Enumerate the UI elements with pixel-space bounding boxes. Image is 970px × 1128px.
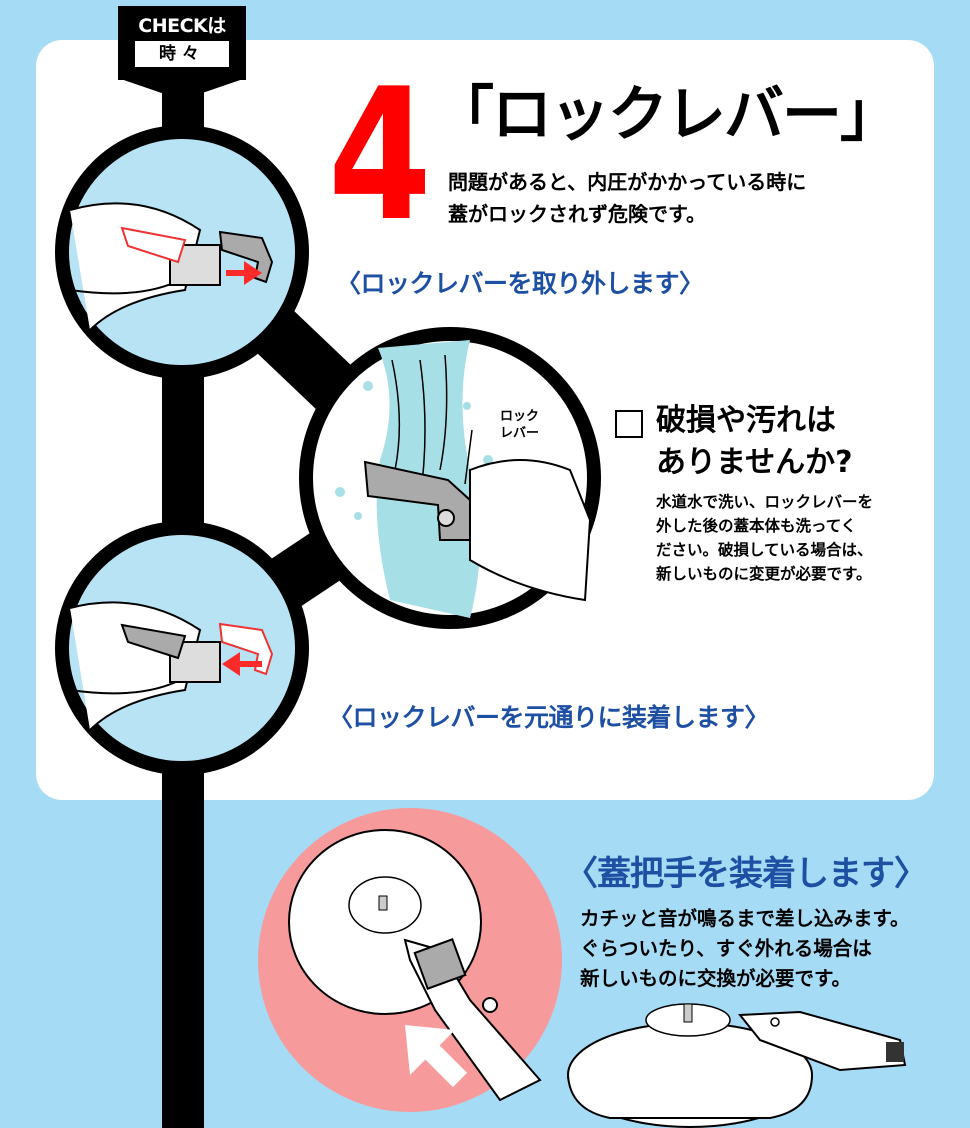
warning-line: 問題があると、内圧がかかっている時に: [448, 170, 807, 194]
check-question: 破損や汚れは ありませんか?: [656, 400, 853, 484]
warning-text: 問題があると、内圧がかかっている時に 蓋がロックされず危険です。: [448, 166, 806, 230]
remove-lever-illustration: [55, 125, 309, 379]
knob-line: 新しいものに交換が必要です。: [580, 967, 852, 990]
lever-callout-label: ロック レバー: [500, 408, 539, 442]
arrow-left-icon: [222, 652, 262, 676]
badge-frequency-label: 時々: [135, 41, 229, 67]
caption-attach-lever: 〈ロックレバーを元通りに装着します〉: [328, 703, 770, 732]
step-number: 4: [328, 49, 432, 261]
caption-attach-knob: 〈蓋把手を装着します〉: [564, 854, 928, 894]
arrow-up-left-icon: [405, 1025, 468, 1088]
wash-instructions: 水道水で洗い、ロックレバーを 外した後の蓋本体も洗ってく ださい。破損している場…: [656, 490, 873, 586]
wash-line: 新しいものに変更が必要です。: [656, 565, 872, 583]
lever-label-line: レバー: [500, 426, 540, 441]
badge-check-label: CHECKは: [138, 15, 226, 37]
badge-arrow: [118, 78, 246, 100]
warning-line: 蓋がロックされず危険です。: [448, 202, 706, 226]
knob-illustration: [258, 808, 562, 1112]
checkbox-icon[interactable]: [615, 410, 643, 438]
question-line: ありませんか?: [656, 445, 853, 480]
pot-lid-illustration: [567, 1003, 907, 1128]
section-title: 「ロックレバー」: [434, 80, 900, 150]
knob-line: カチッと音が鳴るまで差し込みます。: [580, 907, 910, 930]
arrow-right-icon: [226, 261, 262, 285]
lever-label-line: ロック: [500, 409, 540, 424]
caption-remove-lever: 〈ロックレバーを取り外します〉: [336, 269, 704, 298]
knob-instructions: カチッと音が鳴るまで差し込みます。 ぐらついたり、すぐ外れる場合は 新しいものに…: [580, 904, 910, 994]
knob-line: ぐらついたり、すぐ外れる場合は: [580, 937, 872, 960]
attach-lever-illustration: [55, 521, 309, 775]
wash-line: ださい。破損している場合は、: [656, 541, 873, 559]
wash-line: 水道水で洗い、ロックレバーを: [656, 493, 874, 511]
check-frequency-badge: CHECKは 時々: [118, 6, 246, 80]
wash-line: 外した後の蓋本体も洗ってく: [656, 517, 857, 535]
question-line: 破損や汚れは: [656, 403, 836, 438]
washing-illustration: [299, 327, 601, 629]
